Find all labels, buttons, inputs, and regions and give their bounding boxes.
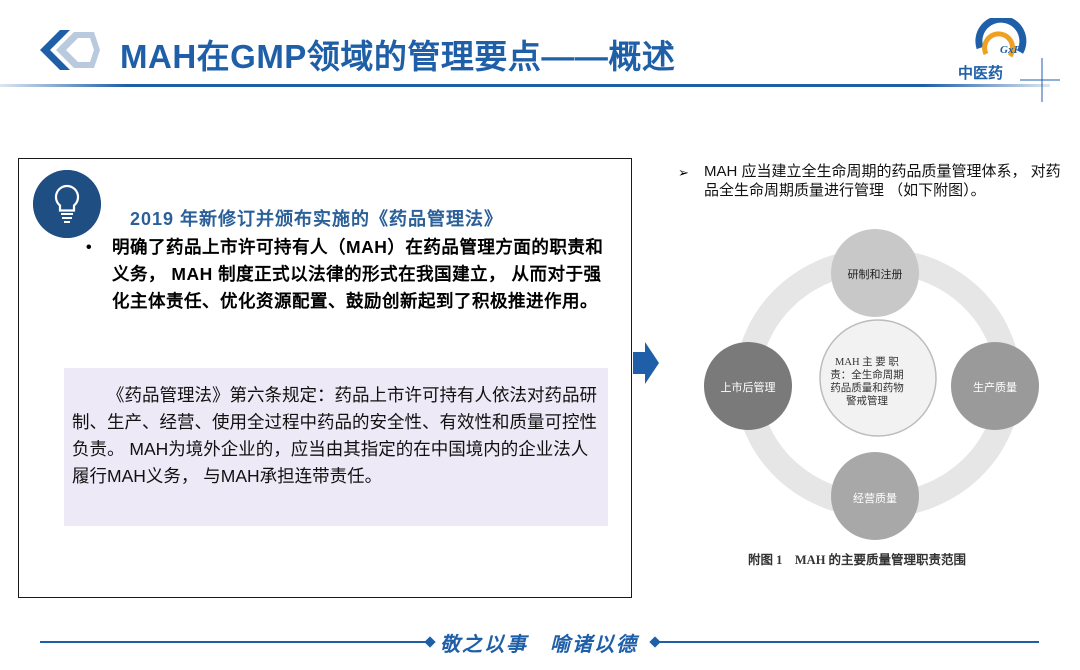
logo-text: 中医药 bbox=[958, 65, 1004, 82]
bullet-text: 明确了药品上市许可持有人（MAH）在药品管理方面的职责和义务， MAH 制度正式… bbox=[112, 237, 604, 311]
footer-diamond-left bbox=[424, 636, 436, 648]
header: MAH在GMP领域的管理要点——概述 bbox=[0, 0, 1080, 100]
title-underline bbox=[0, 84, 1050, 87]
section-subheading: 2019 年新修订并颁布实施的《药品管理法》 bbox=[130, 209, 504, 229]
page-title: MAH在GMP领域的管理要点——概述 bbox=[120, 38, 676, 75]
logo-gxp: GxP bbox=[1000, 44, 1021, 56]
responsibility-diagram bbox=[704, 229, 1039, 540]
chevron-left-icon bbox=[40, 30, 100, 70]
diagram-center-label: MAH 主 要 职 责：全生命周期药品质量和药物警戒管理 bbox=[830, 357, 904, 407]
node-distribution-quality: 经营质量 bbox=[853, 493, 897, 505]
node-post-market: 上市后管理 bbox=[720, 382, 776, 394]
arrow-right-icon bbox=[633, 342, 659, 384]
footer-motto: 敬之以事 喻诸以德 bbox=[440, 632, 638, 656]
quote-text: 《药品管理法》第六条规定：药品上市许可持有人依法对药品研制、生产、经营、使用全过… bbox=[72, 385, 597, 486]
quote-box bbox=[64, 368, 608, 526]
footer-line-left bbox=[40, 641, 430, 643]
lifecycle-note: MAH 应当建立全生命周期的药品质量管理体系， 对药品全生命周期质量进行管理 （… bbox=[704, 163, 1061, 199]
arrow-bullet-icon: ➢ bbox=[678, 165, 689, 180]
footer-line-right bbox=[655, 641, 1039, 643]
figure-caption: 附图 1 MAH 的主要质量管理职责范围 bbox=[748, 553, 967, 567]
company-logo bbox=[975, 18, 1060, 102]
node-production-quality: 生产质量 bbox=[973, 382, 1017, 394]
lightbulb-icon bbox=[33, 170, 101, 238]
node-rd-registration: 研制和注册 bbox=[847, 269, 903, 281]
bullet-marker: • bbox=[86, 239, 92, 256]
